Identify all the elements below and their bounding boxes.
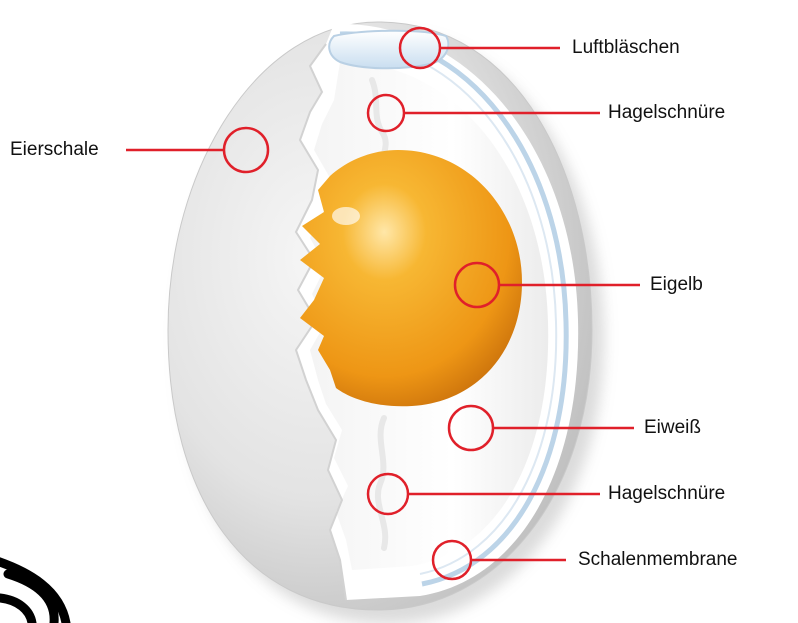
label-schalenmembrane: Schalenmembrane xyxy=(578,549,737,571)
yolk-highlight xyxy=(332,207,360,225)
label-hagelschnuere-bottom: Hagelschnüre xyxy=(608,483,725,505)
label-luftblaeschen: Luftbläschen xyxy=(572,37,680,59)
label-eierschale: Eierschale xyxy=(10,139,99,161)
label-hagelschnuere-top: Hagelschnüre xyxy=(608,102,725,124)
label-eigelb: Eigelb xyxy=(650,274,703,296)
logo-swirl-icon xyxy=(0,560,66,623)
label-eiweiss: Eiweiß xyxy=(644,417,701,439)
air-cell xyxy=(329,31,448,69)
